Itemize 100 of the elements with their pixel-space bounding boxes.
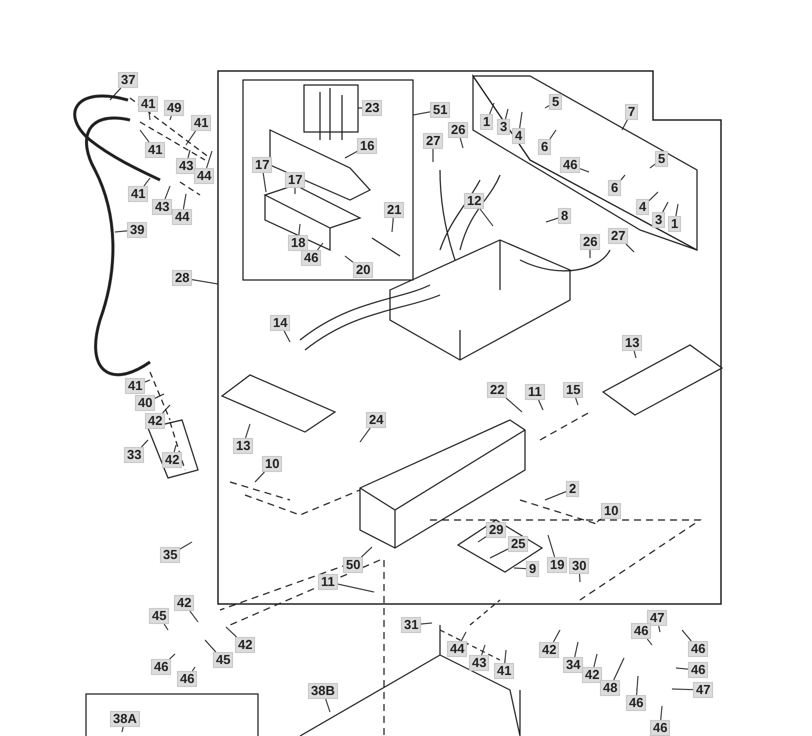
- callout-number: 7: [625, 104, 638, 120]
- leader-line: [460, 138, 464, 148]
- callout-number: 24: [366, 412, 386, 428]
- leader-line: [504, 650, 506, 664]
- leader-line: [360, 428, 371, 442]
- callout-number: 46: [688, 641, 708, 657]
- callout-number: 34: [563, 657, 584, 673]
- callout-number: 14: [270, 315, 290, 331]
- leader-line: [552, 630, 560, 642]
- leader-line: [412, 111, 430, 116]
- leader-line: [432, 148, 434, 162]
- leader-line: [206, 150, 212, 168]
- leader-line: [682, 630, 692, 642]
- leader-line: [634, 350, 636, 358]
- leader-line: [360, 546, 372, 558]
- callout-number: 12: [464, 193, 484, 209]
- leader-line: [154, 394, 164, 399]
- callout-number: 11: [318, 574, 338, 590]
- leader-line: [548, 534, 556, 558]
- callout-number: 38B: [308, 683, 338, 699]
- callout-number: 31: [401, 617, 422, 633]
- callout-number: 44: [172, 209, 192, 225]
- callout-number: 41: [138, 96, 158, 112]
- callout-number: 44: [194, 168, 214, 184]
- leader-line: [140, 440, 148, 448]
- callout-number: 17: [252, 157, 272, 173]
- leader-line: [593, 654, 598, 668]
- leader-line: [676, 668, 688, 670]
- callout-number: 4: [512, 128, 526, 144]
- leader-line: [192, 666, 196, 672]
- leader-line: [575, 398, 578, 406]
- callout-number: 42: [174, 595, 194, 611]
- callout-number: 1: [668, 216, 682, 232]
- callout-number: 46: [151, 659, 172, 675]
- callout-number: 41: [494, 663, 514, 679]
- leader-line: [544, 105, 550, 108]
- callout-number: 46: [177, 671, 198, 687]
- leader-line: [192, 279, 218, 284]
- leader-line: [298, 224, 300, 236]
- callout-number: 6: [608, 180, 622, 196]
- leader-line: [490, 548, 508, 558]
- callout-number: 6: [538, 139, 552, 155]
- callout-number: 20: [353, 262, 374, 278]
- leader-line: [164, 186, 170, 200]
- callout-number: 22: [487, 382, 508, 398]
- leader-line: [226, 626, 238, 638]
- callout-number: 5: [549, 94, 562, 110]
- leader-line: [392, 218, 394, 232]
- leader-line: [164, 624, 168, 630]
- leader-line: [662, 202, 668, 212]
- leader-line: [180, 542, 192, 550]
- callout-number: 46: [631, 623, 652, 639]
- callout-number: 40: [135, 395, 156, 411]
- leader-line: [626, 244, 634, 252]
- leader-line: [344, 150, 358, 158]
- callout-number: 10: [601, 503, 622, 519]
- callout-number: 47: [693, 682, 714, 698]
- callout-number: 46: [650, 720, 670, 736]
- leader-line: [262, 172, 266, 192]
- callout-number: 17: [285, 172, 306, 188]
- leader-line: [613, 658, 624, 680]
- leader-line: [162, 404, 170, 414]
- callout-number: 45: [149, 608, 170, 624]
- callout-number: 41: [191, 115, 212, 131]
- leader-line: [538, 400, 544, 410]
- leader-line: [650, 164, 656, 168]
- callout-number: 29: [486, 522, 506, 538]
- callout-number: 8: [558, 208, 572, 224]
- leader-line: [672, 688, 694, 690]
- leader-line: [660, 706, 662, 720]
- leader-line: [245, 424, 250, 438]
- leader-line: [596, 518, 602, 522]
- leader-line: [344, 256, 354, 263]
- leader-line: [622, 120, 628, 130]
- callout-number: 51: [430, 102, 450, 118]
- leader-line: [658, 626, 660, 632]
- callout-number: 42: [145, 413, 166, 429]
- leader-line: [316, 242, 324, 250]
- leader-line: [169, 654, 176, 660]
- callout-number: 45: [213, 652, 234, 668]
- callout-number: 27: [608, 228, 628, 244]
- callout-number: 15: [563, 382, 584, 398]
- leader-line: [114, 230, 128, 232]
- leader-line: [182, 194, 186, 210]
- callout-number: 1: [480, 114, 494, 130]
- leader-line: [505, 108, 508, 120]
- leader-line: [284, 330, 290, 342]
- callout-number: 48: [600, 680, 620, 696]
- callout-number: 10: [262, 456, 282, 472]
- callout-number: 41: [128, 186, 148, 202]
- callout-number: 3: [497, 119, 510, 135]
- callout-number: 44: [447, 641, 468, 657]
- leader-line: [648, 192, 658, 202]
- callout-number: 2: [566, 481, 580, 497]
- callout-number: 18: [288, 235, 308, 251]
- leader-line: [204, 640, 216, 652]
- leader-line: [254, 472, 265, 482]
- callout-number: 46: [560, 157, 580, 173]
- leader-line: [122, 726, 124, 732]
- leader-line: [580, 168, 590, 172]
